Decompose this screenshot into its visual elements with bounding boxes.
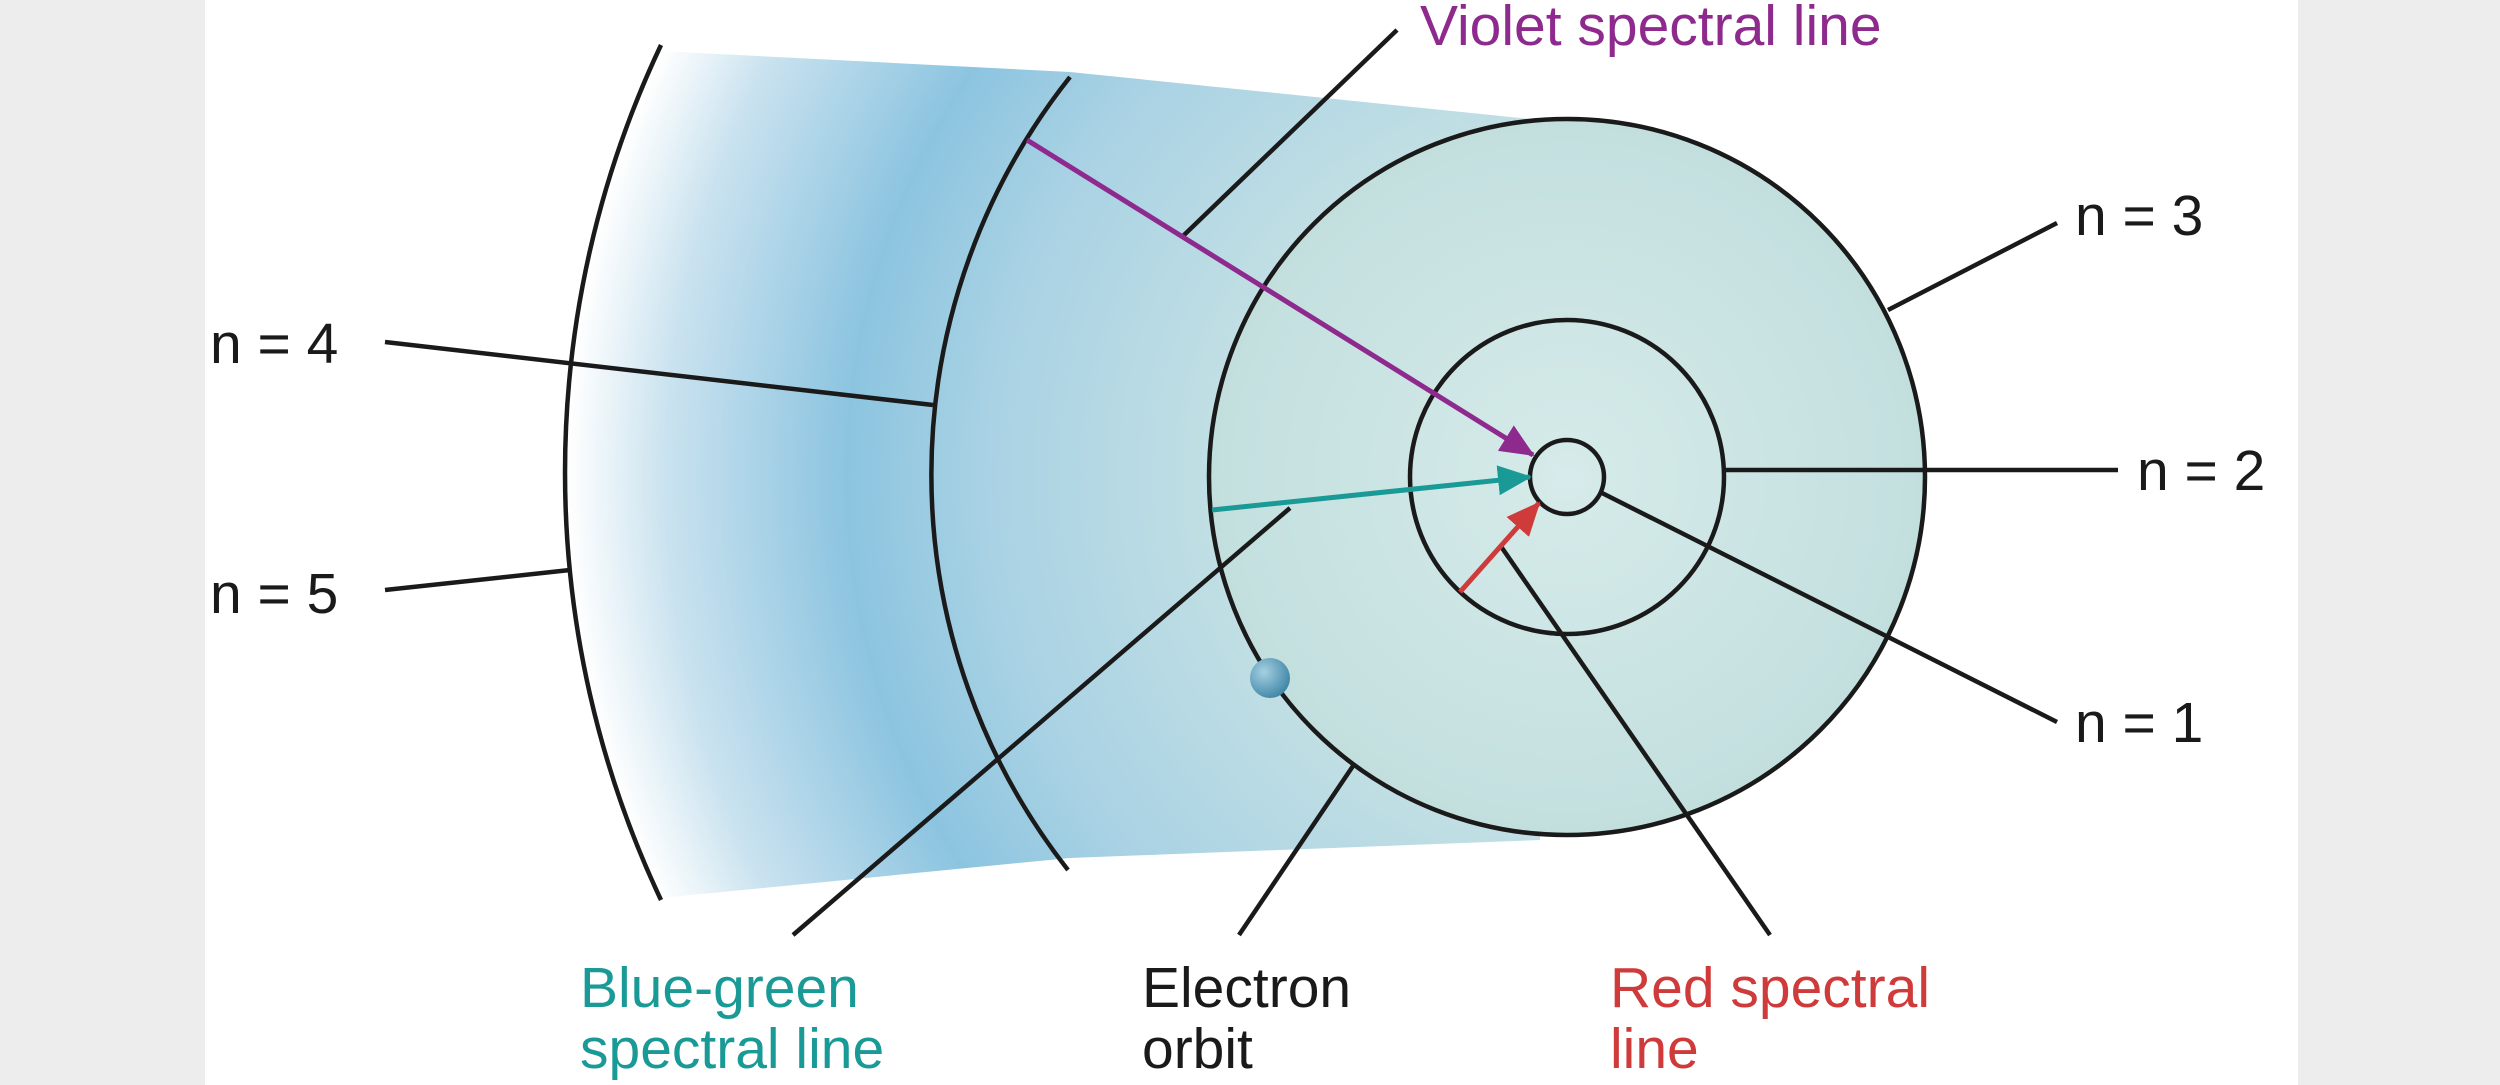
violet-label-leader xyxy=(1181,28,1399,238)
n5-label-leader xyxy=(384,567,571,593)
orbit-n5 xyxy=(562,44,664,901)
n3-label: n = 3 xyxy=(2075,184,2203,248)
n5-label: n = 5 xyxy=(210,562,338,626)
red-spectral-line-label-line2: line xyxy=(1610,1017,1699,1081)
n4-label-leader xyxy=(384,339,934,408)
orbit-n4 xyxy=(929,75,1072,872)
electron xyxy=(1250,658,1290,698)
n4-label: n = 4 xyxy=(210,312,338,376)
red-spectral-line-label-line1: Red spectral xyxy=(1610,956,1930,1020)
blue-green-label-leader xyxy=(791,506,1292,937)
violet-transition-arrow xyxy=(1025,137,1535,458)
n3-label-leader xyxy=(1886,220,2059,313)
electron-orbit-label-line2: orbit xyxy=(1142,1017,1253,1081)
inner-orbit-fill xyxy=(1209,119,1925,835)
blue-green-label-line1: Blue-green xyxy=(580,956,859,1020)
n1-label: n = 1 xyxy=(2075,691,2203,755)
blue-green-label-line2: spectral line xyxy=(580,1017,884,1081)
blue-green-transition-arrow xyxy=(1211,465,1532,513)
orbit-n2 xyxy=(1407,317,1727,637)
orbit-n3 xyxy=(1206,116,1928,838)
violet-spectral-line-label: Violet spectral line xyxy=(1420,0,1882,58)
electron-orbit-leader xyxy=(1237,761,1357,937)
red-label-leader xyxy=(1498,543,1772,937)
electron-orbit-label-line1: Electron xyxy=(1142,956,1351,1020)
n1-label-leader xyxy=(1598,489,2059,725)
n2-label: n = 2 xyxy=(2137,439,2265,503)
red-transition-arrow xyxy=(1458,501,1541,594)
